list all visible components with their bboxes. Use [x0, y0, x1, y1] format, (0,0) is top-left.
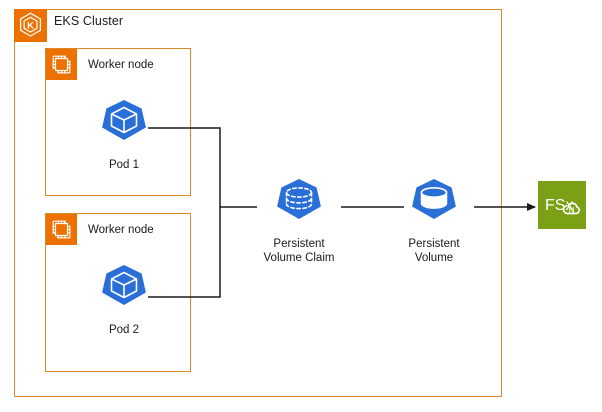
kubernetes-pod-icon: [86, 97, 162, 156]
persistent-volume-label: Persistent Volume: [408, 238, 460, 264]
persistent-volume-claim-node: Persistent Volume Claim: [242, 176, 356, 265]
eks-cluster-icon: K: [14, 9, 47, 42]
pod-2-node: Pod 2: [86, 262, 162, 337]
worker-node-label-1: Worker node: [88, 59, 154, 71]
kubernetes-persistent-volume-claim-icon: [242, 176, 356, 235]
eks-cluster-group-box: [14, 9, 502, 397]
fsx-wordmark: FSx: [545, 197, 573, 214]
worker-node-box-1: [45, 48, 191, 196]
eks-cluster-label: EKS Cluster: [54, 14, 124, 28]
pod-1-node: Pod 1: [86, 97, 162, 172]
kubernetes-persistent-volume-icon: [389, 176, 479, 235]
worker-node-label-2: Worker node: [88, 224, 154, 236]
svg-text:K: K: [27, 20, 34, 31]
fsx-netapp-n-letter: N: [569, 205, 575, 215]
worker-node-icon: [46, 214, 77, 245]
persistent-volume-claim-label: Persistent Volume Claim: [263, 238, 335, 264]
persistent-volume-node: Persistent Volume: [389, 176, 479, 265]
kubernetes-pod-icon: [86, 262, 162, 321]
worker-node-icon: [46, 49, 77, 80]
pod-1-label: Pod 1: [108, 159, 140, 171]
amazon-fsx-for-netapp-ontap-icon: FSx N: [538, 181, 586, 229]
pod-2-label: Pod 2: [108, 324, 140, 336]
